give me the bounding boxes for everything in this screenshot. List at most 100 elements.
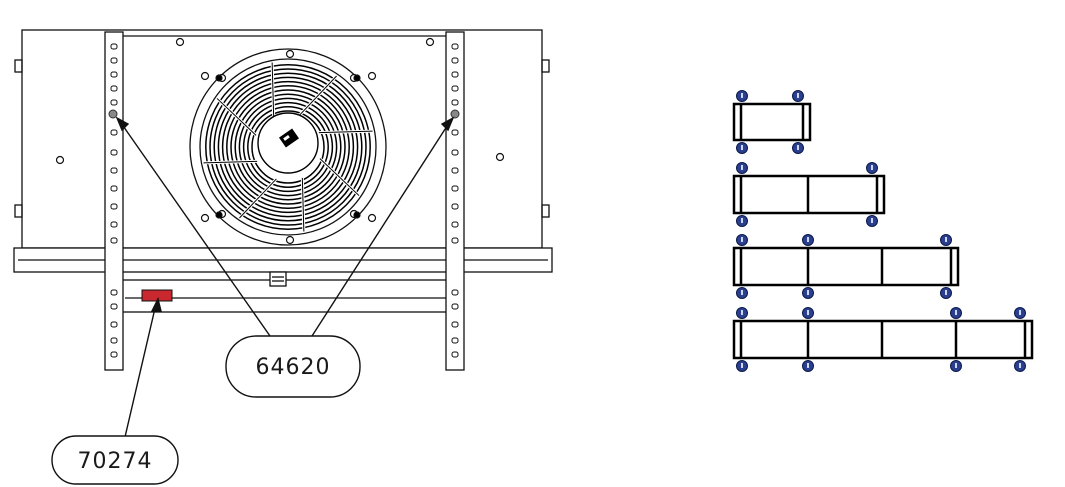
bracket-slot	[451, 149, 459, 156]
support-point-mark	[807, 237, 809, 242]
support-point-mark	[955, 363, 957, 368]
housing-right-tab-top	[541, 59, 550, 73]
housing-hole	[425, 37, 435, 47]
fan-section-layouts	[732, 90, 1034, 372]
fan-guard-spoke	[299, 75, 337, 116]
warning-label	[141, 289, 173, 302]
fan-ring-inner	[199, 58, 377, 236]
bracket-slot	[451, 43, 459, 50]
bracket-slot	[451, 57, 459, 64]
support-point-mark	[741, 290, 743, 295]
fan-mount-bolt	[215, 74, 223, 82]
fan-guard-ring	[242, 101, 334, 193]
housing-left-tab-bottom	[14, 204, 23, 218]
bracket-slot	[451, 289, 459, 296]
callout-70274: 70274	[51, 435, 179, 485]
support-point-mark	[1019, 363, 1021, 368]
fan-guard-spoke	[239, 178, 277, 219]
housing-hole	[55, 155, 65, 165]
fan-guard-ring	[209, 68, 367, 226]
bracket-slot	[110, 99, 118, 106]
bracket-slot	[451, 185, 459, 192]
layout-4-fan	[732, 307, 1034, 372]
bracket-slot	[110, 71, 118, 78]
support-point-mark	[741, 363, 743, 368]
fan-guard-ring	[230, 89, 346, 205]
layout-3-fan	[732, 234, 960, 299]
fan-guard-spoke	[271, 62, 275, 117]
right-bracket	[445, 31, 465, 371]
bracket-slot	[451, 99, 459, 106]
fan-guard	[203, 62, 373, 232]
drain-outlet	[269, 271, 287, 287]
support-point-mark	[741, 165, 743, 170]
callout-64620: 64620	[225, 335, 361, 398]
support-point-mark	[797, 93, 799, 98]
bracket-slot	[110, 351, 118, 358]
housing-right-tab-bottom	[541, 204, 550, 218]
bracket-slot	[110, 185, 118, 192]
bracket-slot	[451, 129, 459, 136]
bracket-slot	[451, 167, 459, 174]
support-point-mark	[955, 310, 957, 315]
housing-hole	[285, 235, 295, 245]
layout-1-fan	[732, 90, 812, 154]
support-point-mark	[945, 290, 947, 295]
bracket-slot	[110, 85, 118, 92]
fan-guard-spoke	[318, 130, 373, 134]
bracket-slot	[451, 203, 459, 210]
housing-holes	[55, 37, 505, 245]
bracket-slot	[110, 337, 118, 344]
housing-hole	[175, 37, 185, 47]
callout-64620-label: 64620	[256, 355, 331, 380]
fan-mount-bolt	[353, 74, 361, 82]
bracket-slot	[110, 43, 118, 50]
fan-guard-spoke	[203, 160, 258, 164]
support-point-mark	[871, 218, 873, 223]
fan-ring-outer	[189, 48, 387, 246]
bracket-slot	[110, 289, 118, 296]
bracket-slots	[110, 43, 459, 358]
housing-hole	[367, 71, 377, 81]
bracket-slot	[110, 221, 118, 228]
fastener-right	[450, 109, 460, 119]
support-point-mark	[741, 310, 743, 315]
fan-guard-ring	[238, 97, 338, 197]
leader-lines	[115, 116, 455, 438]
bracket-slot	[451, 337, 459, 344]
bracket-slot	[110, 149, 118, 156]
layout-frame	[732, 246, 960, 287]
bracket-slot	[451, 237, 459, 244]
housing-hole	[200, 71, 210, 81]
fan-guard-ring	[221, 80, 355, 214]
bracket-slot	[110, 321, 118, 328]
left-bracket	[104, 31, 124, 371]
support-point-mark	[1019, 310, 1021, 315]
fan-guard-ring	[251, 110, 325, 184]
callout-70274-label: 70274	[78, 449, 153, 474]
support-point-mark	[741, 218, 743, 223]
fan-mount-bolt	[353, 211, 361, 219]
bracket-slot	[110, 167, 118, 174]
fan-mount-bolt	[215, 211, 223, 219]
bracket-slot	[110, 303, 118, 310]
fan-hub	[257, 112, 319, 174]
support-point-mark	[797, 145, 799, 150]
support-point-mark	[945, 237, 947, 242]
housing-left-tab-top	[14, 59, 23, 73]
support-point-mark	[807, 290, 809, 295]
support-point-mark	[741, 145, 743, 150]
evaporator-unit-drawing	[13, 29, 553, 371]
support-point-mark	[807, 363, 809, 368]
bracket-slot	[110, 203, 118, 210]
bracket-slot	[451, 321, 459, 328]
bracket-slot	[110, 237, 118, 244]
bracket-slot	[451, 71, 459, 78]
bracket-slot	[451, 85, 459, 92]
housing-hole	[200, 213, 210, 223]
layout-2-fan	[732, 162, 886, 227]
fastener-left	[108, 109, 118, 119]
bracket-slot	[110, 57, 118, 64]
bracket-slot	[451, 221, 459, 228]
